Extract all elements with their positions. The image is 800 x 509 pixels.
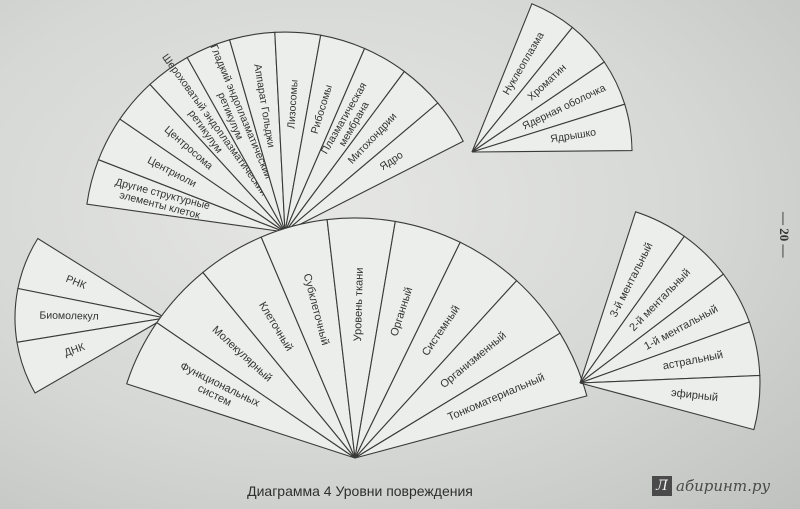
segment-label: Биомолекул (39, 310, 98, 323)
labirint-logo-icon: Л (652, 476, 672, 496)
segment-nucleus-structures (471, 103, 633, 153)
segment-damage-levels (354, 332, 588, 459)
diagram-caption: Диаграмма 4 Уровни повреждения (247, 483, 473, 499)
watermark-text: абиринт.ру (676, 477, 771, 495)
segment-label: Уровень ткани (352, 267, 366, 341)
labirint-watermark: Л абиринт.ру (652, 475, 770, 497)
fan-cell-structures: Другие структурныеэлементы клетокЦентрио… (86, 31, 464, 233)
segment-cell-structures (284, 102, 464, 233)
page-number: — 20 — (777, 212, 792, 258)
segment-molecular (16, 317, 166, 394)
segment-subtle-bodies (579, 374, 761, 431)
fan-damage-levels: ФункциональныхсистемМолекулярныйКлеточны… (126, 217, 588, 459)
segment-label: эфирный (670, 387, 718, 404)
segment-label: Лизосомы (285, 79, 300, 129)
